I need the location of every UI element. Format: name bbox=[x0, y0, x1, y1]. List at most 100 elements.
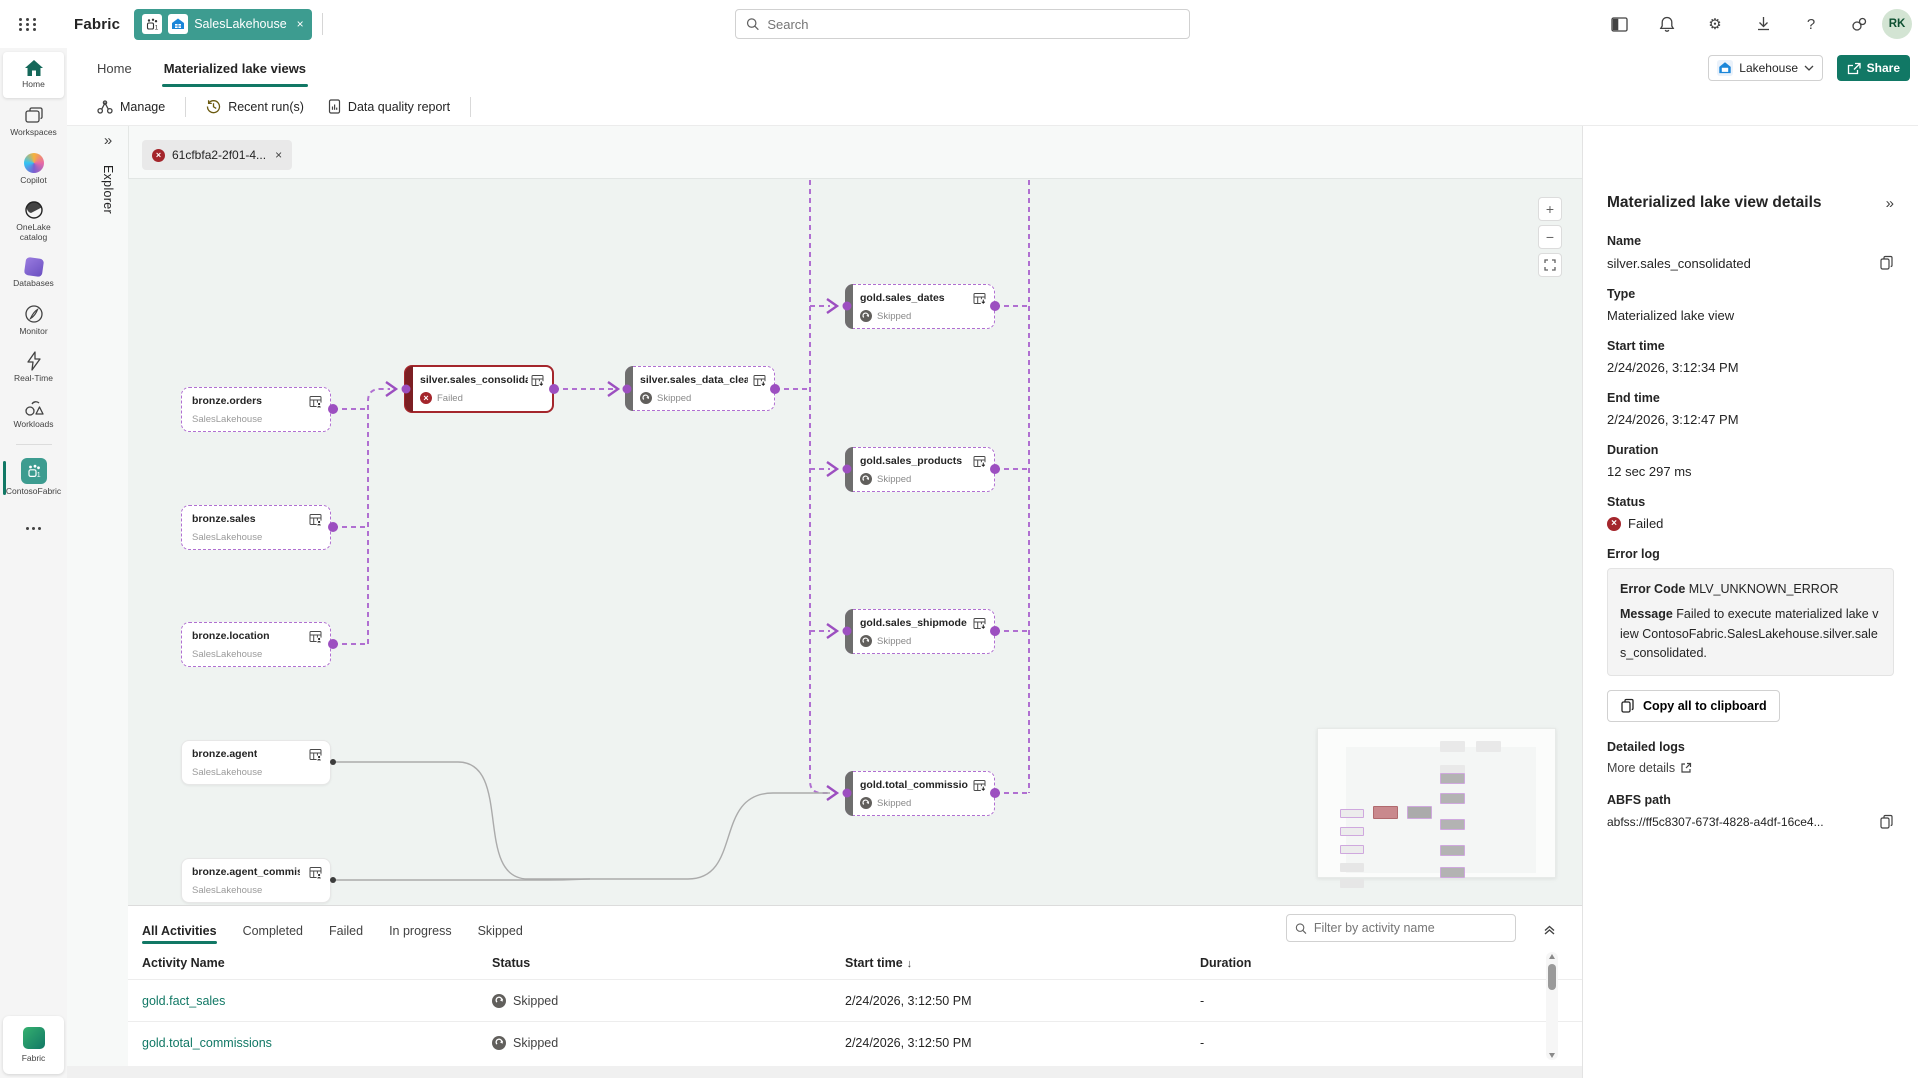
contosofabric-workspace-icon: 1 bbox=[20, 457, 47, 484]
graph-node-gold-total-commissions[interactable]: gold.total_commissions Skipped bbox=[845, 771, 995, 816]
tab-all-activities[interactable]: All Activities bbox=[142, 924, 217, 946]
abfs-path-label: ABFS path bbox=[1607, 792, 1671, 807]
search-input[interactable] bbox=[767, 16, 1179, 32]
graph-node-bronze-orders[interactable]: bronze.orders SalesLakehouse bbox=[181, 387, 331, 432]
graph-node-bronze-sales[interactable]: bronze.sales SalesLakehouse bbox=[181, 505, 331, 550]
notifications-bell-icon[interactable] bbox=[1656, 13, 1678, 35]
recent-runs-button[interactable]: Recent run(s) bbox=[198, 93, 312, 120]
activity-status: Skipped bbox=[513, 1035, 559, 1050]
table-icon bbox=[309, 867, 322, 879]
tab-failed[interactable]: Failed bbox=[329, 924, 364, 938]
divider bbox=[15, 443, 52, 445]
col-start-time[interactable]: Start time↓ bbox=[845, 955, 913, 970]
sidebar-item-onelake-catalog[interactable]: OneLake catalog bbox=[0, 193, 67, 251]
global-search[interactable] bbox=[735, 9, 1190, 39]
collapse-panel-icon[interactable]: » bbox=[1885, 194, 1894, 212]
col-status[interactable]: Status bbox=[492, 955, 531, 970]
tab-materialized-lake-views[interactable]: Materialized lake views bbox=[161, 57, 309, 87]
activities-scrollbar[interactable] bbox=[1546, 952, 1558, 1060]
error-code-value: MLV_UNKNOWN_ERROR bbox=[1688, 582, 1839, 596]
explorer-collapsed-pane: » Explorer bbox=[88, 132, 128, 214]
activity-duration: - bbox=[1200, 1035, 1205, 1050]
zoom-out-button[interactable]: − bbox=[1538, 225, 1562, 249]
data-quality-report-button[interactable]: Data quality report bbox=[320, 93, 458, 120]
error-code-label: Error Code bbox=[1620, 582, 1686, 596]
run-id-tab[interactable]: × 61cfbfa2-2f01-4... × bbox=[142, 140, 293, 170]
download-icon[interactable] bbox=[1752, 13, 1774, 35]
item-type-dropdown[interactable]: Lakehouse bbox=[1708, 55, 1823, 81]
collapse-activities-icon[interactable] bbox=[1538, 918, 1560, 940]
copy-name-icon[interactable] bbox=[1879, 255, 1894, 271]
monitor-icon bbox=[24, 304, 43, 323]
sidebar-item-fabric-switcher[interactable]: Fabric bbox=[3, 1016, 64, 1074]
divider bbox=[470, 96, 472, 117]
activity-filter-input[interactable] bbox=[1313, 921, 1507, 935]
help-icon[interactable]: ? bbox=[1806, 15, 1816, 33]
manage-button[interactable]: Manage bbox=[89, 94, 173, 120]
activities-table-header: Activity Name Status Start time↓ Duratio… bbox=[128, 946, 1582, 979]
end-time-label: End time bbox=[1607, 391, 1660, 405]
side-pane-icon[interactable] bbox=[1608, 13, 1630, 35]
sidebar-item-workspace-contosofabric[interactable]: 1 ContosoFabric bbox=[0, 451, 67, 505]
sidebar-item-home[interactable]: Home bbox=[3, 52, 64, 98]
open-item-tab[interactable]: 1 SalesLakehouse × bbox=[134, 8, 312, 40]
user-avatar[interactable]: RK bbox=[1882, 9, 1912, 39]
divider bbox=[185, 96, 187, 117]
sidebar-item-databases[interactable]: Databases bbox=[0, 251, 67, 297]
lineage-edges bbox=[333, 179, 1030, 881]
lineage-canvas[interactable]: bronze.orders SalesLakehouse bronze.sale… bbox=[128, 178, 1582, 905]
scroll-up-icon[interactable] bbox=[1548, 954, 1555, 959]
chevron-down-icon bbox=[1804, 65, 1814, 71]
zoom-in-button[interactable]: + bbox=[1538, 197, 1562, 221]
table-row[interactable]: gold.total_commissions Skipped 2/24/2026… bbox=[128, 1021, 1582, 1063]
scrollbar-thumb[interactable] bbox=[1548, 964, 1556, 990]
sidebar-item-monitor[interactable]: Monitor bbox=[0, 297, 67, 345]
copy-abfs-path-icon[interactable] bbox=[1879, 814, 1894, 830]
feedback-icon[interactable] bbox=[1848, 13, 1870, 35]
tab-in-progress[interactable]: In progress bbox=[389, 924, 452, 938]
skipped-icon bbox=[492, 993, 506, 1008]
settings-gear-icon[interactable]: ⚙ bbox=[1708, 16, 1722, 33]
activity-name-link[interactable]: gold.fact_sales bbox=[142, 993, 226, 1008]
table-icon bbox=[309, 749, 322, 761]
more-details-link[interactable]: More details bbox=[1607, 761, 1894, 775]
col-activity-name[interactable]: Activity Name bbox=[142, 955, 225, 970]
graph-node-gold-sales-dates[interactable]: gold.sales_dates Skipped bbox=[845, 284, 995, 329]
sidebar-item-copilot[interactable]: Copilot bbox=[0, 146, 67, 194]
graph-node-bronze-agent-commission[interactable]: bronze.agent_commissio... SalesLakehouse bbox=[181, 858, 331, 903]
graph-node-bronze-agent[interactable]: bronze.agent SalesLakehouse bbox=[181, 740, 331, 785]
more-icon[interactable] bbox=[0, 519, 67, 538]
sort-desc-icon: ↓ bbox=[906, 957, 913, 970]
fit-to-screen-button[interactable] bbox=[1538, 253, 1562, 277]
skipped-icon bbox=[860, 473, 872, 485]
activity-name-link[interactable]: gold.total_commissions bbox=[142, 1035, 272, 1050]
app-launcher-icon[interactable] bbox=[8, 4, 48, 44]
close-run-tab-icon[interactable]: × bbox=[275, 148, 283, 162]
graph-node-gold-sales-products[interactable]: gold.sales_products Skipped bbox=[845, 447, 995, 492]
graph-node-silver-sales-data-cleaned[interactable]: silver.sales_data_cleaned Skipped bbox=[625, 366, 775, 411]
skipped-icon bbox=[640, 392, 652, 404]
scroll-down-icon[interactable] bbox=[1548, 1053, 1555, 1058]
tab-completed[interactable]: Completed bbox=[242, 924, 304, 938]
sidebar-item-realtime[interactable]: Real-Time bbox=[0, 344, 67, 392]
copy-all-to-clipboard-button[interactable]: Copy all to clipboard bbox=[1607, 689, 1780, 722]
col-duration[interactable]: Duration bbox=[1200, 955, 1252, 970]
activity-start-time: 2/24/2026, 3:12:50 PM bbox=[845, 1035, 972, 1050]
share-button[interactable]: Share bbox=[1836, 55, 1910, 81]
divider bbox=[321, 13, 323, 35]
tab-skipped[interactable]: Skipped bbox=[477, 924, 523, 938]
graph-node-silver-sales-consolidated[interactable]: silver.sales_consolidated × Failed bbox=[404, 365, 554, 413]
graph-node-bronze-location[interactable]: bronze.location SalesLakehouse bbox=[181, 622, 331, 667]
graph-node-gold-sales-shipmode[interactable]: gold.sales_shipmode Skipped bbox=[845, 609, 995, 654]
tab-home[interactable]: Home bbox=[97, 60, 132, 76]
sidebar-item-workspaces[interactable]: Workspaces bbox=[0, 100, 67, 146]
expand-explorer-icon[interactable]: » bbox=[103, 132, 113, 149]
explorer-label[interactable]: Explorer bbox=[101, 165, 115, 214]
sidebar-item-workloads[interactable]: Workloads bbox=[0, 392, 67, 438]
close-tab-icon[interactable]: × bbox=[296, 17, 304, 31]
table-row[interactable]: gold.fact_sales Skipped 2/24/2026, 3:12:… bbox=[128, 979, 1582, 1021]
canvas-zoom-controls: + − bbox=[1538, 197, 1562, 277]
minimap[interactable] bbox=[1317, 728, 1556, 888]
activity-filter[interactable] bbox=[1286, 914, 1516, 942]
